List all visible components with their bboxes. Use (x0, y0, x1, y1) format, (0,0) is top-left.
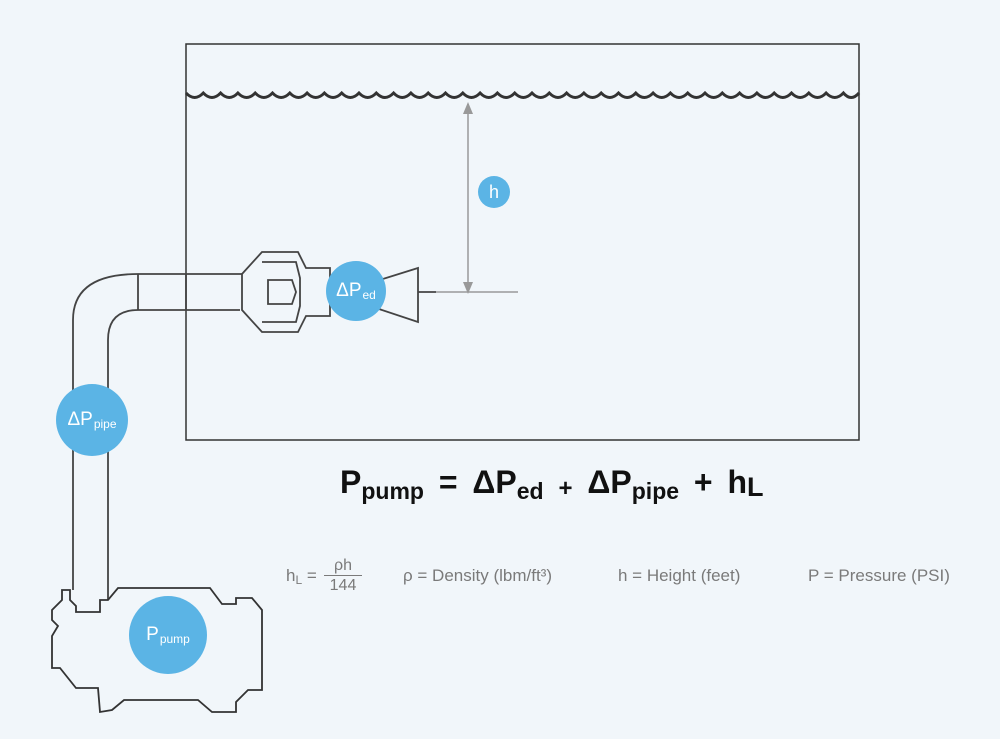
water-surface (184, 90, 861, 99)
eq-t2-sub: pipe (631, 478, 680, 504)
eq-t2-main: ΔP (587, 464, 632, 500)
pump-badge-main: P (146, 624, 159, 645)
eq-plus-2: + (693, 464, 713, 500)
eq-lhs-main: P (340, 464, 362, 500)
legend-height: h = Height (feet) (618, 566, 741, 585)
tank (185, 43, 860, 441)
eductor (241, 251, 436, 333)
eq-equals: = (438, 464, 458, 500)
eq-t1-main: ΔP (472, 464, 517, 500)
eductor-badge-sub: ed (362, 288, 376, 302)
legend-hl-denominator: 144 (329, 577, 357, 594)
pump-badge-sub: pump (159, 632, 190, 646)
eq-t1-sub: ed (516, 478, 544, 504)
height-badge: h (478, 176, 510, 208)
eq-lhs-sub: pump (361, 478, 424, 504)
eq-plus-1: + (558, 475, 573, 502)
legend-hl-sub: L (295, 573, 303, 587)
main-equation: Ppump = ΔPed + ΔPpipe + hL (340, 464, 764, 504)
height-indicator (436, 102, 518, 294)
legend-hl: hL = (286, 566, 317, 587)
legend-hl-fraction: ρh 144 (324, 556, 362, 596)
legend-pressure: P = Pressure (PSI) (808, 566, 950, 585)
legend-hl-main: h (286, 566, 296, 585)
eq-t3-sub: L (747, 472, 764, 502)
eductor-badge-main: ΔP (336, 280, 362, 301)
pipe (72, 273, 245, 600)
legend-density: ρ = Density (lbm/ft³) (403, 566, 552, 585)
legend-hl-eq: = (302, 566, 317, 585)
eq-t3-main: h (727, 464, 748, 500)
legend-hl-numerator: ρh (324, 556, 362, 576)
pipe-badge-main: ΔP (67, 409, 93, 430)
pipe-badge-sub: pipe (93, 417, 117, 431)
height-badge-label: h (488, 181, 499, 202)
